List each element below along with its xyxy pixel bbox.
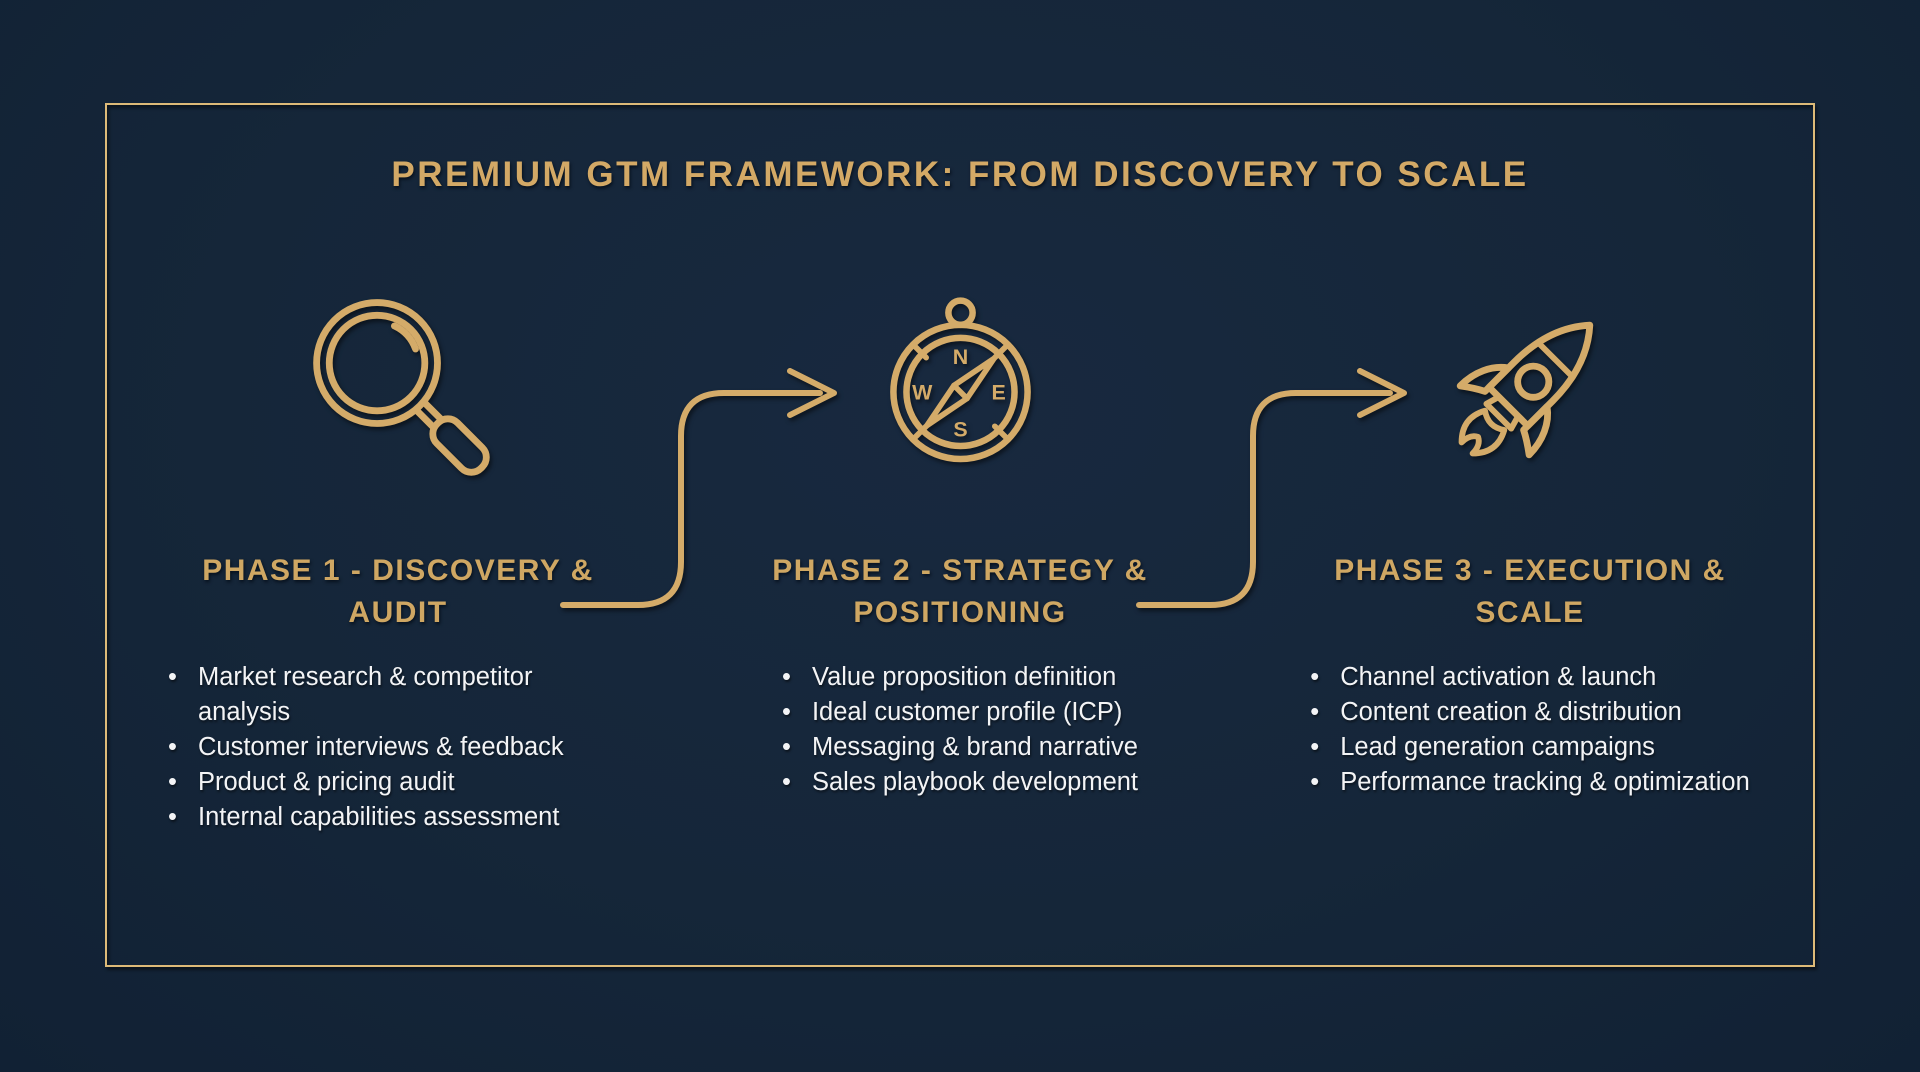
bullet-text: Channel activation & launch: [1340, 663, 1657, 691]
rocket-nozzle: [1482, 393, 1521, 432]
bullet-dot: •: [168, 733, 177, 761]
compass-needle: [923, 355, 997, 429]
compass-outer-circle: [889, 321, 1031, 463]
rocket-icon: [1456, 321, 1593, 459]
phase-3-heading: PHASE 3 - EXECUTION & SCALE: [1334, 554, 1726, 629]
compass-inner-circle: [902, 334, 1018, 450]
bullet-dot: •: [1310, 698, 1320, 726]
phase-3-bullet-list: • Channel activation & launch • Content cr…: [1310, 660, 1750, 800]
phase-2-heading: PHASE 2 - STRATEGY & POSITIONING: [772, 554, 1148, 629]
tick-sw: [912, 423, 929, 440]
bullet-dot: •: [781, 768, 791, 796]
bullet-text: Product & pricing audit: [198, 768, 455, 796]
compass-letter-n: N: [952, 345, 967, 369]
phase-2-column: N E S W PHASE 2 - STRATEGY & POSITIONING…: [700, 282, 1220, 800]
compass-icon: N E S W: [889, 297, 1031, 463]
phase-1-heading: PHASE 1 - DISCOVERY & AUDIT: [202, 554, 594, 629]
list-item: • Ideal customer profile (ICP): [782, 695, 1138, 730]
tick-ne: [991, 344, 1008, 361]
phase-2-icon-area: N E S W: [700, 282, 1220, 487]
list-item: • Content creation & distribution: [1310, 695, 1750, 730]
phase-3-column: PHASE 3 - EXECUTION & SCALE • Channel act…: [1270, 282, 1790, 800]
lens-inner-circle: [325, 311, 428, 415]
bullet-dot: •: [1310, 733, 1320, 761]
bullet-dot: •: [168, 803, 177, 831]
phase-1-column: PHASE 1 - DISCOVERY & AUDIT • Market rese…: [138, 282, 658, 835]
bullet-text: Sales playbook development: [811, 768, 1139, 796]
bullet-dot: •: [781, 663, 791, 691]
magnifying-glass-icon: [312, 299, 490, 476]
bullet-text: Market research & competitor analysis: [198, 663, 533, 726]
list-item: • Messaging & brand narrative: [782, 730, 1138, 765]
bullet-text: Internal capabilities assessment: [198, 803, 560, 831]
bullet-text: Lead generation campaigns: [1340, 733, 1655, 761]
compass-letter-s: S: [953, 418, 967, 442]
page-title: PREMIUM GTM FRAMEWORK: FROM DISCOVERY TO…: [391, 155, 1529, 194]
list-item: • Lead generation campaigns: [1310, 730, 1750, 765]
list-item: • Internal capabilities assessment: [168, 800, 628, 835]
phase-1-icon-area: [138, 282, 658, 487]
bullet-dot: •: [168, 663, 177, 691]
bullet-dot: •: [781, 698, 791, 726]
lens-highlight-arc: [390, 322, 419, 353]
tick-nw: [912, 344, 929, 361]
handle-neck: [412, 406, 437, 431]
rocket-window: [1513, 362, 1552, 401]
compass-letter-e: E: [991, 380, 1005, 404]
list-item: • Market research & competitor analysis: [168, 660, 628, 730]
handle-grip: [428, 415, 490, 476]
list-item: • Performance tracking & optimization: [1310, 765, 1750, 800]
list-item: • Value proposition definition: [782, 660, 1138, 695]
rocket-body: [1485, 321, 1593, 430]
list-item: • Sales playbook development: [782, 765, 1138, 800]
list-item: • Channel activation & launch: [1310, 660, 1750, 695]
phase-3-icon-area: [1270, 282, 1790, 487]
phase-2-bullet-list: • Value proposition definition • Ideal cus…: [782, 660, 1138, 800]
handle-neck-2: [419, 398, 445, 424]
bullet-text: Customer interviews & feedback: [198, 733, 564, 761]
bullet-text: Messaging & brand narrative: [811, 733, 1138, 761]
bullet-text: Value proposition definition: [811, 663, 1117, 691]
bullet-dot: •: [781, 733, 791, 761]
phase-1-bullet-list: • Market research & competitor analysis •…: [168, 660, 628, 835]
bullet-text: Ideal customer profile (ICP): [811, 698, 1123, 726]
rocket-fin-left: [1456, 363, 1512, 395]
rocket-fin-right: [1519, 403, 1551, 459]
bullet-dot: •: [1310, 663, 1320, 691]
compass-letter-w: W: [912, 380, 933, 404]
compass-crown-ring: [944, 297, 976, 329]
nosecone-line: [1535, 340, 1575, 380]
bullet-dot: •: [168, 768, 177, 796]
tick-se: [991, 423, 1008, 440]
lens-outer-circle: [312, 299, 441, 427]
needle-crossbar: [950, 382, 970, 402]
rocket-flame: [1458, 407, 1507, 457]
list-item: • Product & pricing audit: [168, 765, 628, 800]
bullet-text: Content creation & distribution: [1340, 698, 1682, 726]
bullet-text: Performance tracking & optimization: [1340, 768, 1750, 796]
list-item: • Customer interviews & feedback: [168, 730, 628, 765]
bullet-dot: •: [1310, 768, 1320, 796]
